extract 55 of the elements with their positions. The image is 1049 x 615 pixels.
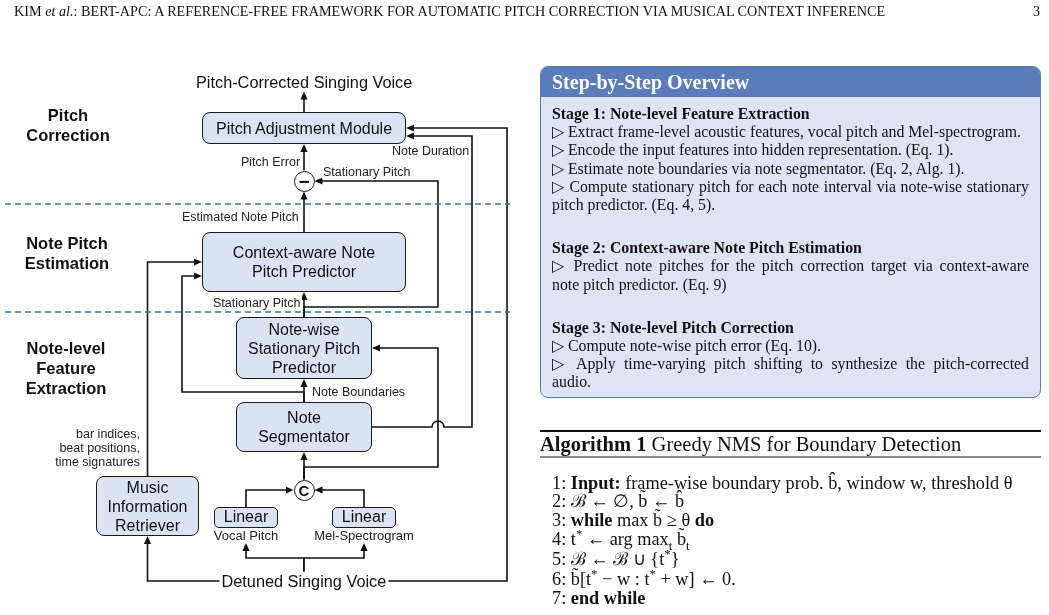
algorithm-line: 5: ℬ ← ℬ ∪ {t$^{*}$} xyxy=(552,549,680,569)
arrow xyxy=(143,536,221,582)
bullet-text: ▷ Compute stationary pitch for each note interval via note-wise stationary pitch predictor. (Eq. 4, 5). xyxy=(552,177,1029,215)
bullet-text: ▷ Extract frame-level acoustic features, vocal pitch and Mel-spectrogram. xyxy=(552,123,1023,142)
algorithm-line: 6: b̃[t$^{*}$ − w : t$^{*}$ + w] ← 0. xyxy=(552,569,736,589)
overview-panel xyxy=(540,66,1041,398)
input-caption: Vocal Pitch xyxy=(212,528,280,543)
edge-label: Note Boundaries xyxy=(311,385,407,399)
stage-heading: Stage 3: Note-level Pitch Correction xyxy=(552,318,795,338)
edge-label: Stationary Pitch xyxy=(212,296,302,310)
arrow xyxy=(314,486,365,508)
edge-label: Stationary Pitch xyxy=(322,165,412,179)
process-box: Note Segmentator xyxy=(236,402,372,452)
arrow xyxy=(303,177,439,318)
process-box: Music Information Retriever xyxy=(96,476,199,536)
algorithm-title: Algorithm 1 Greedy NMS for Boundary Detection xyxy=(540,433,962,455)
arrow xyxy=(245,486,294,508)
edge-label: Estimated Note Pitch xyxy=(181,210,300,224)
arrow xyxy=(300,144,308,172)
signal-label: Detuned Singing Voice xyxy=(219,571,389,591)
stage-heading: Stage 2: Context-aware Note Pitch Estimation xyxy=(552,239,863,258)
arrow xyxy=(371,132,473,428)
page-number: 3 xyxy=(1033,3,1041,19)
operator-circle: C xyxy=(293,479,315,501)
layer-box: Linear xyxy=(332,507,396,528)
arrow xyxy=(300,191,308,233)
input-caption: Mel-Spectrogram xyxy=(313,528,415,543)
stage-label: Note-level Feature Extraction xyxy=(24,338,108,398)
bullet-text: ▷ Compute note-wise pitch error (Eq. 10). xyxy=(552,337,823,356)
edge-label: bar indices, beat positions, time signatures xyxy=(54,427,141,469)
process-box: Note-wise Stationary Pitch Predictor xyxy=(236,317,372,379)
algorithm-line: 4: t$^{*}$ ← arg max$_{t}$ b̃$_{t}$ xyxy=(552,529,690,549)
stage-heading: Stage 1: Note-level Feature Extraction xyxy=(552,105,811,124)
arrow xyxy=(300,91,308,113)
algorithm-line: 7: end while xyxy=(552,588,646,608)
edge-label: Pitch Error xyxy=(240,155,302,169)
edge-label: Note Duration xyxy=(391,144,471,158)
bullet-text: ▷ Predict note pitches for the pitch correction target via context-aware note pitch predictor. (Eq. 9) xyxy=(552,257,1029,294)
stage-label: Note Pitch Estimation xyxy=(23,233,111,273)
arrow xyxy=(181,272,305,403)
arrow xyxy=(303,344,439,481)
arrow xyxy=(387,124,508,582)
operator-circle: − xyxy=(293,170,315,192)
bullet-text: ▷ Estimate note boundaries via note segmentator. (Eq. 2, Alg. 1). xyxy=(552,159,966,178)
bullet-text: ▷ Apply time-varying pitch shifting to synthesize the pitch-corrected audio. xyxy=(552,355,1029,392)
bullet-text: ▷ Encode the input features into hidden representation. (Eq. 1). xyxy=(552,141,955,160)
layer-box: Linear xyxy=(214,507,278,528)
arrow xyxy=(146,258,202,477)
arrow xyxy=(303,543,368,573)
panel-header: Step-by-Step Overview xyxy=(541,67,1040,97)
stage-label: Pitch Correction xyxy=(25,104,111,145)
signal-label: Pitch-Corrected Singing Voice xyxy=(194,72,415,92)
running-header: KIM et al.: BERT-APC: A REFERENCE-FREE FRAMEWORK FOR AUTOMATIC PITCH CORRECTION VIA MUSICAL CONTEXT INFERENCE xyxy=(14,3,886,19)
process-box: Pitch Adjustment Module xyxy=(202,112,406,144)
process-box: Context-aware Note Pitch Predictor xyxy=(202,232,406,292)
